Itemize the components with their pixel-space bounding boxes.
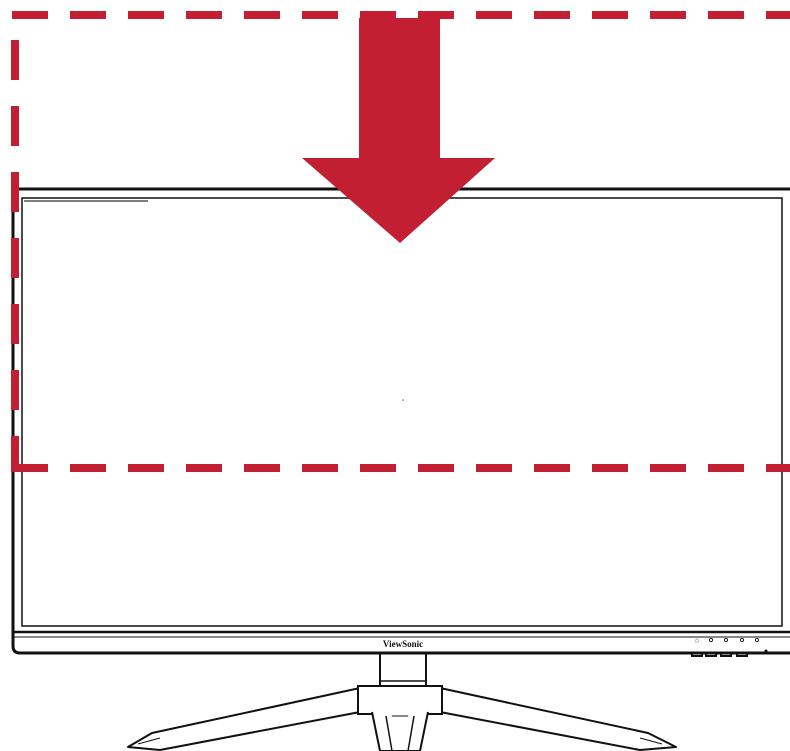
circle-icon[interactable] [754, 637, 760, 643]
front-button-panel: ☆ [691, 637, 768, 657]
button-nubs [691, 653, 748, 657]
power-led-indicator [764, 649, 768, 653]
circle-icon[interactable] [723, 637, 729, 643]
down-arrow-icon [302, 18, 495, 243]
star-icon[interactable]: ☆ [694, 637, 700, 645]
monitor-stand-base [127, 685, 677, 751]
circle-icon[interactable] [708, 637, 714, 643]
dashed-position-outline [11, 11, 790, 472]
circle-icon[interactable] [739, 637, 745, 643]
monitor-screen [21, 197, 783, 627]
monitor-stand-neck [379, 649, 427, 687]
brand-logo: ViewSonic [383, 639, 423, 649]
svg-text:☆: ☆ [694, 637, 700, 645]
monitor-body [11, 187, 790, 655]
